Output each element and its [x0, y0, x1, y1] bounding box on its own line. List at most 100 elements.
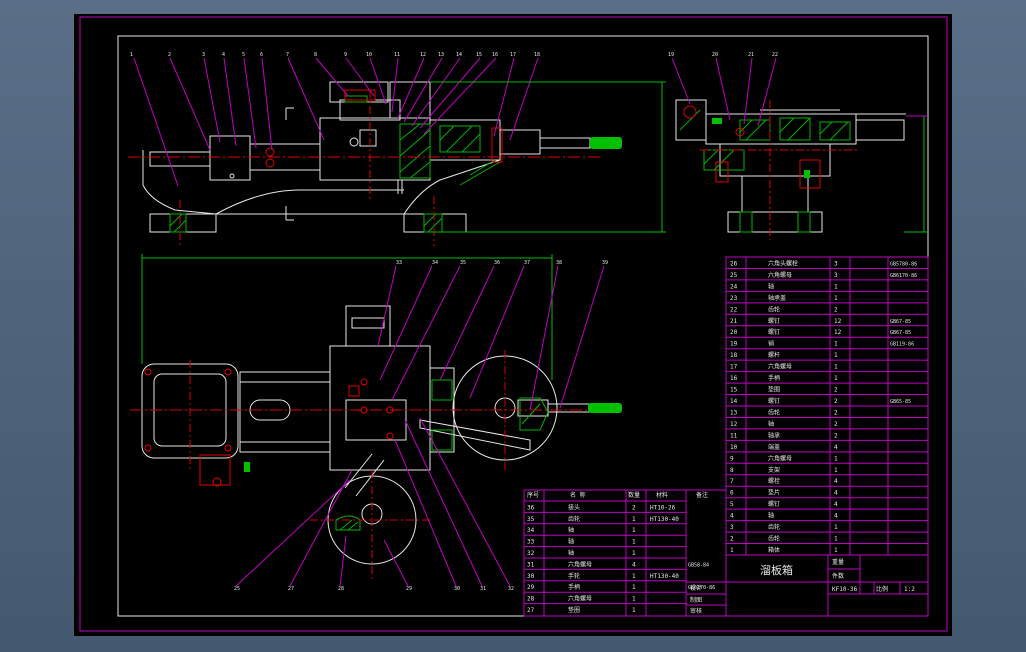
row-name: 轴	[768, 282, 774, 290]
side-view-green-parts	[712, 118, 810, 178]
svg-text:29: 29	[406, 586, 412, 592]
svg-text:3: 3	[202, 52, 205, 58]
row-qty: 12	[834, 318, 842, 325]
svg-text:38: 38	[556, 260, 562, 266]
row-no: 19	[730, 341, 738, 348]
row-no: 31	[527, 561, 535, 568]
svg-text:8: 8	[314, 52, 317, 58]
row-name: 端盖	[768, 443, 780, 451]
row-material: HT10-26	[650, 504, 676, 511]
row-name: 轴	[568, 526, 574, 534]
row-qty: 2	[834, 409, 838, 416]
row-no: 8	[730, 467, 734, 474]
row-qty: 1	[632, 596, 636, 603]
row-no: 23	[730, 295, 738, 302]
svg-text:25: 25	[234, 586, 240, 592]
svg-text:21: 21	[748, 52, 754, 58]
row-material: HT130-40	[650, 516, 679, 523]
front-view-parts-red	[128, 89, 600, 246]
svg-text:2: 2	[168, 52, 171, 58]
row-name: 螺钉	[768, 328, 780, 336]
row-name: 手柄	[568, 583, 580, 591]
front-view-handle	[590, 137, 622, 149]
row-name: 手柄	[768, 374, 780, 382]
header-qty: 数量	[628, 491, 640, 499]
row-qty: 1	[834, 364, 838, 371]
row-qty: 4	[834, 513, 838, 520]
row-material: HT130-40	[650, 573, 679, 580]
svg-text:37: 37	[524, 260, 530, 266]
row-no: 5	[730, 501, 734, 508]
svg-text:32: 32	[508, 586, 514, 592]
row-no: 12	[730, 421, 738, 428]
svg-text:11: 11	[394, 52, 400, 58]
scale-label: 比例	[876, 585, 888, 593]
row-no: 33	[527, 539, 535, 546]
row-no: 29	[527, 584, 535, 591]
row-name: 轴	[568, 549, 574, 557]
svg-text:34: 34	[432, 260, 438, 266]
row-name: 螺钉	[768, 397, 780, 405]
row-qty: 1	[632, 607, 636, 614]
row-name: 手轮	[568, 572, 580, 580]
row-no: 35	[527, 516, 535, 523]
row-no: 11	[730, 432, 738, 439]
svg-text:27: 27	[288, 586, 294, 592]
side-view-leaders	[671, 57, 928, 233]
row-name: 接头	[568, 503, 580, 511]
row-name: 支架	[768, 466, 780, 474]
svg-text:5: 5	[242, 52, 245, 58]
row-name: 六角螺母	[568, 560, 592, 568]
row-remark: GB67-85	[890, 330, 911, 336]
row-name: 螺栓	[768, 477, 780, 485]
row-remark: GB6170-86	[688, 585, 715, 591]
row-no: 1	[730, 547, 734, 554]
svg-text:31: 31	[480, 586, 486, 592]
plan-dimension	[141, 254, 553, 380]
row-remark: GB65-85	[890, 399, 911, 405]
row-no: 27	[527, 607, 535, 614]
row-qty: 2	[834, 387, 838, 394]
row-remark: GB67-85	[890, 319, 911, 325]
svg-text:36: 36	[494, 260, 500, 266]
row-no: 15	[730, 387, 738, 394]
svg-text:14: 14	[456, 52, 462, 58]
svg-text:22: 22	[772, 52, 778, 58]
row-qty: 1	[632, 573, 636, 580]
row-qty: 1	[834, 375, 838, 382]
row-no: 7	[730, 478, 734, 485]
row-qty: 1	[834, 352, 838, 359]
outer-border	[79, 16, 948, 632]
row-qty: 2	[834, 432, 838, 439]
design-label: 设计	[690, 584, 702, 592]
row-qty: 3	[834, 260, 838, 267]
scale-value: 1:2	[904, 586, 915, 593]
row-name: 螺杆	[768, 351, 780, 359]
row-no: 10	[730, 444, 738, 451]
svg-text:1: 1	[130, 52, 133, 58]
row-qty: 1	[632, 539, 636, 546]
svg-text:28: 28	[338, 586, 344, 592]
row-name: 齿轮	[768, 408, 780, 416]
row-name: 六角螺母	[768, 363, 792, 371]
row-name: 螺钉	[768, 317, 780, 325]
row-qty: 1	[632, 516, 636, 523]
svg-text:30: 30	[454, 586, 460, 592]
plan-balloon-numbers: 33 34 35 36 37 38 39 25 27 28 29 30 31 32	[234, 260, 608, 592]
row-qty: 4	[834, 478, 838, 485]
row-remark: GB119-86	[890, 342, 914, 348]
row-name: 齿轮	[568, 515, 580, 523]
drawing-number: KF10-36	[832, 586, 858, 593]
paper	[74, 14, 952, 636]
svg-text:18: 18	[534, 52, 540, 58]
side-view	[675, 99, 906, 233]
row-no: 14	[730, 398, 738, 405]
svg-text:39: 39	[602, 260, 608, 266]
svg-text:17: 17	[510, 52, 516, 58]
front-view-leaders	[133, 57, 666, 233]
plan-leaders	[235, 265, 605, 587]
row-no: 30	[527, 573, 535, 580]
